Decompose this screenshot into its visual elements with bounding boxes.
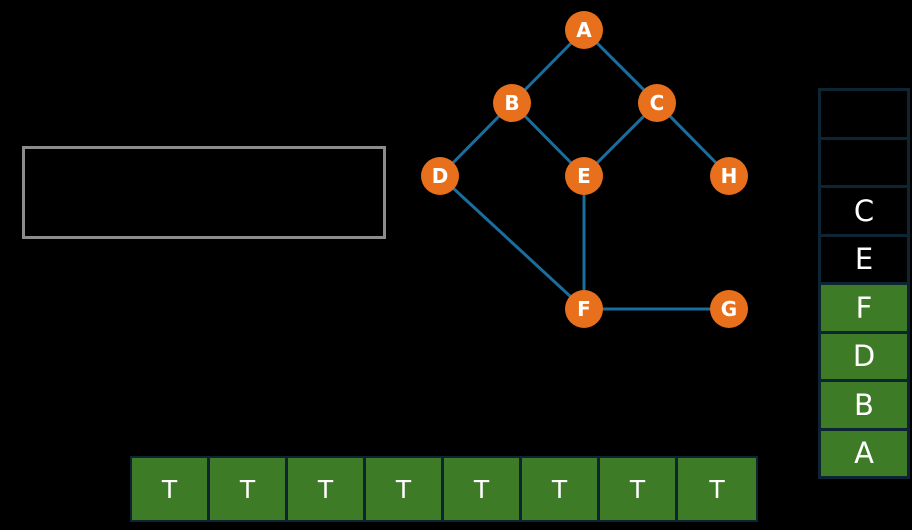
graph-canvas[interactable]: A B C D E H F G: [0, 0, 800, 440]
stack-cell-3[interactable]: E: [821, 236, 907, 285]
stack-cell-4[interactable]: F: [821, 285, 907, 334]
stack-cell-1[interactable]: [821, 139, 907, 188]
graph-node-layer: A B C D E H F G: [421, 11, 748, 328]
stack-cell-6[interactable]: B: [821, 382, 907, 431]
graph-node-D[interactable]: D: [421, 157, 459, 195]
graph-node-circle-F[interactable]: [565, 290, 603, 328]
graph-node-E[interactable]: E: [565, 157, 603, 195]
stack-cell-label: A: [854, 436, 874, 471]
graph-node-A[interactable]: A: [565, 11, 603, 49]
stack-cell-0[interactable]: [821, 91, 907, 140]
visited-flag-label: T: [317, 474, 334, 504]
graph-node-label-B: B: [504, 91, 519, 115]
stack-cell-label: C: [853, 193, 875, 228]
graph-node-B[interactable]: B: [493, 84, 531, 122]
graph-node-label-D: D: [432, 164, 449, 188]
visited-flag-label: T: [395, 474, 412, 504]
graph-node-circle-G[interactable]: [710, 290, 748, 328]
graph-node-label-G: G: [721, 297, 737, 321]
graph-node-circle-A[interactable]: [565, 11, 603, 49]
stack-cell-5[interactable]: D: [821, 333, 907, 382]
graph-node-F[interactable]: F: [565, 290, 603, 328]
graph-node-label-H: H: [721, 164, 738, 188]
stack-cell-label: D: [852, 339, 876, 374]
graph-node-label-A: A: [576, 18, 592, 42]
stack-cell-label: E: [854, 242, 874, 277]
visited-flag-cell-7[interactable]: T: [678, 458, 756, 520]
visited-flag-label: T: [161, 474, 178, 504]
visited-flag-label: T: [473, 474, 490, 504]
graph-edge-D-F: [438, 174, 586, 311]
visited-flag-cell-0[interactable]: T: [132, 458, 210, 520]
visited-flag-label: T: [239, 474, 256, 504]
stack-cell-label: B: [854, 387, 874, 422]
graph-node-circle-B[interactable]: [493, 84, 531, 122]
graph-svg: A B C D E H F G: [421, 11, 748, 328]
graph-node-circle-H[interactable]: [710, 157, 748, 195]
visited-flag-label: T: [629, 474, 646, 504]
info-message-panel: [22, 146, 386, 239]
graph-node-label-C: C: [650, 91, 665, 115]
stack-cell-label: F: [855, 290, 873, 325]
visited-flag-cell-6[interactable]: T: [600, 458, 678, 520]
stack-cell-7[interactable]: A: [821, 430, 907, 476]
graph-node-label-E: E: [577, 164, 591, 188]
graph-node-circle-C[interactable]: [638, 84, 676, 122]
graph-node-circle-E[interactable]: [565, 157, 603, 195]
graph-node-label-F: F: [577, 297, 591, 321]
graph-node-G[interactable]: G: [710, 290, 748, 328]
visited-flag-label: T: [551, 474, 568, 504]
graph-node-H[interactable]: H: [710, 157, 748, 195]
stack-cell-2[interactable]: C: [821, 188, 907, 237]
visited-flag-cell-5[interactable]: T: [522, 458, 600, 520]
visited-flag-label: T: [709, 474, 725, 504]
graph-node-C[interactable]: C: [638, 84, 676, 122]
visited-flag-cell-3[interactable]: T: [366, 458, 444, 520]
graph-node-circle-D[interactable]: [421, 157, 459, 195]
visited-flag-cell-2[interactable]: T: [288, 458, 366, 520]
visited-flag-cell-1[interactable]: T: [210, 458, 288, 520]
visited-flag-cell-4[interactable]: T: [444, 458, 522, 520]
